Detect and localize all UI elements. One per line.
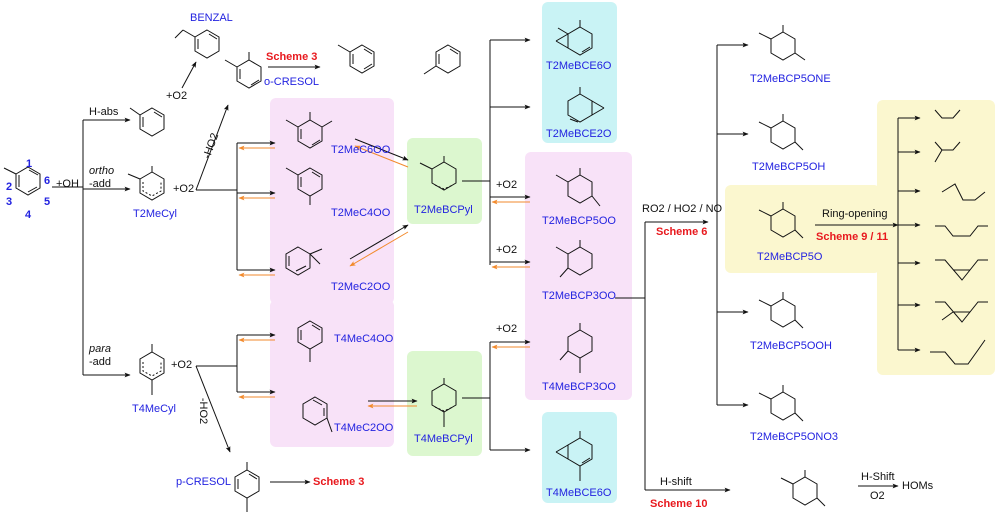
plus-oh-label: +OH	[56, 178, 79, 190]
benzyl-radical-structure	[129, 107, 165, 137]
o2-t4bcp3-label: +O2	[496, 323, 518, 335]
label-t2mebcp5ooh: T2MeBCP5OOH	[750, 340, 832, 352]
label-t2mebcpyl: T2MeBCPyl	[414, 204, 473, 216]
label-t2mebce2o: T2MeBCE2O	[546, 128, 612, 140]
o2-ortho-label: +O2	[173, 183, 195, 195]
atom-number-2: 2	[6, 181, 13, 193]
t4mebce6o-structure	[555, 431, 593, 481]
t2mebcp5ono3-structure	[758, 385, 804, 422]
label-t2mebcp3oo: T2MeBCP3OO	[542, 290, 616, 302]
peroxy-box-bcp	[525, 152, 632, 400]
t2mebcpyl-structure	[419, 156, 457, 191]
epoxide-box-bottom	[542, 412, 617, 503]
o2-final-label: O2	[870, 490, 885, 502]
h-shift-label: H-shift	[660, 476, 692, 488]
scheme6-ref[interactable]: Scheme 6	[656, 226, 708, 238]
label-t2mecyl: T2MeCyl	[133, 208, 178, 220]
label-t2mebcp5oo: T2MeBCP5OO	[542, 215, 616, 227]
atom-number-5: 5	[44, 196, 51, 208]
scheme9-11-ref[interactable]: Scheme 9 / 11	[816, 231, 889, 243]
oxo-pentenal-structure	[941, 183, 986, 201]
label-t2mebce6o: T2MeBCE6O	[546, 60, 612, 72]
t2mebcp5oh-structure	[758, 114, 804, 151]
methylglyoxal-structure	[934, 141, 961, 163]
alkoxy-box	[725, 185, 880, 273]
label-t2mebcp5o: T2MeBCP5O	[757, 251, 823, 263]
ring-opening-label: Ring-opening	[822, 208, 888, 220]
p-cresol-structure	[234, 462, 260, 512]
atom-number-6: 6	[44, 175, 51, 187]
o2-benzyl-label: +O2	[166, 90, 188, 102]
scheme3-ref-bottom[interactable]: Scheme 3	[313, 476, 365, 488]
scheme3-ref-top[interactable]: Scheme 3	[266, 51, 318, 63]
label-t4mebce6o: T4MeBCE6O	[546, 487, 612, 499]
t4mecyl-structure	[139, 344, 165, 395]
o2-bcp5-label: +O2	[496, 179, 518, 191]
toluene-structure	[3, 166, 41, 196]
t4mebcp3oo-structure	[559, 323, 593, 373]
hydroxy-ketene-structure	[930, 339, 986, 365]
o2-bcp3-label: +O2	[496, 244, 518, 256]
label-t4mebcpyl: T4MeBCPyl	[414, 433, 473, 445]
h-shift-product-structure	[780, 470, 826, 507]
minus-ho2-para-label: -HO2	[197, 397, 210, 425]
arrow-to-pcresol	[195, 365, 231, 453]
ortho-add-label: -add	[89, 178, 112, 190]
o-cresol-structure	[224, 52, 262, 89]
label-o-cresol: o-CRESOL	[264, 76, 320, 88]
epoxy-butanedial-structure	[935, 259, 988, 281]
t2mec4oo-structure	[285, 167, 323, 205]
homs-label: HOMs	[902, 480, 934, 492]
atom-number-3: 3	[6, 196, 13, 208]
t2mebce6o-structure	[555, 20, 593, 56]
label-t4mec2oo: T4MeC2OO	[334, 422, 394, 434]
label-p-cresol: p-CRESOL	[176, 476, 232, 488]
peroxy-box-para	[270, 300, 394, 447]
label-t2mec6oo: T2MeC6OO	[331, 144, 391, 156]
t2mec2oo-structure	[285, 246, 323, 276]
t2mebcp5oo-structure	[555, 168, 601, 207]
label-t4mec4oo: T4MeC4OO	[334, 333, 394, 345]
t4mebcpyl-structure	[431, 378, 457, 427]
t2mec6oo-structure	[285, 112, 333, 149]
label-t2mec2oo: T2MeC2OO	[331, 281, 391, 293]
benzal-structure	[174, 29, 220, 59]
peroxy-box-ortho	[270, 98, 394, 304]
o2-para-label: +O2	[171, 359, 193, 371]
rxn-conditions-label: RO2 / HO2 / NO	[642, 203, 723, 215]
t2mebcp5o-structure	[758, 202, 804, 239]
h-abs-label: H-abs	[89, 106, 119, 118]
arrow-to-ocresol	[195, 104, 229, 191]
label-t2mec4oo: T2MeC4OO	[331, 207, 391, 219]
atom-number-4: 4	[25, 209, 32, 221]
t2mebcp5ooh-structure	[758, 292, 804, 329]
t2mebcp3oo-structure	[555, 240, 593, 278]
para-label: para	[89, 343, 112, 355]
t2mebcp5one-structure	[758, 25, 806, 61]
butenedial-structure	[935, 225, 988, 237]
label-t4mebcp3oo: T4MeBCP3OO	[542, 381, 616, 393]
label-t2mebcp5one: T2MeBCP5ONE	[750, 73, 831, 85]
label-t2mebcp5oh: T2MeBCP5OH	[752, 161, 826, 173]
t4mec2oo-structure	[302, 396, 333, 433]
label-benzal: BENZAL	[190, 12, 233, 24]
ortho-label: ortho	[89, 165, 115, 177]
ring-opening-products-box	[877, 100, 995, 375]
scheme10-ref[interactable]: Scheme 10	[650, 498, 708, 510]
label-t4mecyl: T4MeCyl	[132, 403, 177, 415]
t4mec4oo-structure	[297, 320, 323, 362]
t2mebce2o-structure	[567, 87, 605, 123]
t2mecyl-structure	[127, 166, 165, 201]
atom-number-1: 1	[26, 158, 33, 170]
para-add-label: -add	[89, 356, 112, 368]
nitrocresol-structure	[423, 44, 461, 75]
arrow-to-benzal	[181, 61, 197, 89]
methyl-epoxy-butanedial-structure	[935, 301, 988, 323]
bicyclic-radical-box-para	[407, 351, 482, 456]
polyol-structure	[337, 44, 375, 74]
h-shift-cap-label: H-Shift	[861, 471, 895, 483]
label-t2mebcp5ono3: T2MeBCP5ONO3	[750, 431, 839, 443]
glyoxal-structure	[934, 109, 961, 119]
